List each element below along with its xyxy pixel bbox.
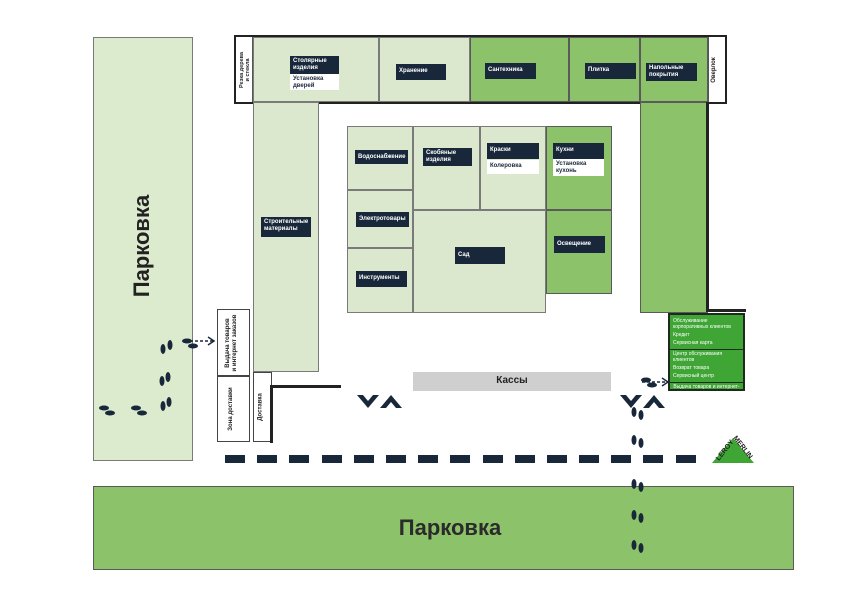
label-flooring: Напольные покрытия: [646, 63, 697, 81]
entrance-chevrons: [357, 395, 665, 408]
label-water-supply: Водоснабжение: [355, 150, 408, 164]
delivery-zone-box: [217, 376, 250, 442]
path-dash: [676, 455, 696, 463]
checkout-bar: [413, 372, 611, 391]
service-card: Сервисная карта: [673, 340, 713, 346]
path-dash: [579, 455, 599, 463]
right-wall-corner: [706, 309, 746, 312]
path-dash: [225, 455, 245, 463]
right-wall: [706, 102, 709, 311]
footprint-icon: [631, 407, 644, 420]
overlock-cell: [708, 37, 725, 102]
label-paints: Краски: [487, 143, 539, 159]
entrance-wall-horizontal: [270, 385, 341, 388]
path-dash: [450, 455, 470, 463]
path-dash: [257, 455, 277, 463]
label-tinting: Колеровка: [487, 160, 539, 174]
label-kitchens: Кухни: [553, 143, 604, 159]
parking-left: [93, 37, 193, 461]
label-fasteners: Скобяные изделия: [423, 148, 472, 166]
service-corporate: Обслуживание корпоративных клиентов: [673, 318, 731, 330]
zone-fasteners: [413, 126, 480, 210]
footprint-icon: [160, 397, 172, 411]
label-garden: Сад: [455, 247, 505, 264]
footprint-icon: [182, 338, 198, 349]
walk-arrows: [185, 336, 670, 387]
label-tools: Инструменты: [356, 271, 407, 287]
path-dash: [611, 455, 631, 463]
footprint-icon: [631, 510, 644, 523]
zone-building-materials: [253, 102, 319, 372]
label-joinery: Столярные изделия: [290, 56, 339, 74]
parking-bottom-label: Парковка: [398, 515, 502, 540]
label-storage: Хранение: [396, 64, 446, 80]
path-dash: [289, 455, 309, 463]
label-building-materials: Строительные материалы: [261, 217, 311, 237]
service-center: Сервисный центр: [673, 373, 715, 379]
store-top-frame: [234, 35, 727, 104]
footprint-icon: [631, 435, 644, 448]
wood-cut-cell: [236, 37, 253, 102]
footprints: [99, 338, 657, 553]
footprint-icon: [131, 405, 147, 416]
service-credit: Кредит: [673, 332, 690, 338]
path-dash: [322, 455, 342, 463]
footprint-icon: [641, 377, 657, 388]
service-pickup-online: Выдача товаров и интернет-заказов: [670, 382, 743, 397]
path-dash: [483, 455, 503, 463]
path-dash: [418, 455, 438, 463]
path-dash: [547, 455, 567, 463]
checkout-label: Кассы: [496, 375, 528, 386]
pickup-box: [217, 309, 250, 376]
leroy-merlin-logo: LEROY MERLIN: [712, 435, 754, 463]
parking-bottom: [93, 486, 794, 570]
service-returns: Возврат товара: [673, 365, 710, 371]
path-dash: [386, 455, 406, 463]
entrance-wall-vertical: [270, 385, 273, 443]
label-lighting: Освещение: [554, 236, 605, 253]
zone-right-column: [640, 102, 708, 313]
footprint-icon: [159, 372, 171, 386]
service-customer-center: Центр обслуживания клиентов: [670, 349, 743, 364]
path-dash: [643, 455, 663, 463]
label-kitchen-install: Установка кухонь: [553, 159, 604, 176]
label-electrical: Электротовары: [356, 212, 409, 227]
label-plumbing: Сантехника: [485, 63, 536, 79]
footprint-icon: [631, 479, 644, 492]
label-tiles: Плитка: [585, 63, 636, 79]
service-panel: Обслуживание корпоративных клиентов Кред…: [668, 313, 745, 396]
footprint-icon: [99, 405, 115, 416]
label-door-install: Установка дверей: [290, 74, 339, 90]
path-dash: [515, 455, 535, 463]
footprint-icon: [160, 340, 173, 354]
path-dash: [354, 455, 374, 463]
footprint-icon: [631, 540, 644, 553]
